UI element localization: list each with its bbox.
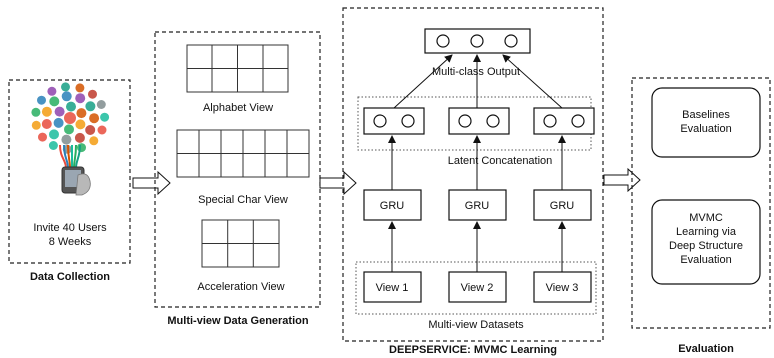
app-bubble [61, 91, 72, 102]
latent-label: Latent Concatenation [448, 155, 553, 167]
app-bubble [75, 83, 85, 93]
latent-unit-3 [533, 107, 595, 135]
app-bubble [49, 129, 59, 140]
mvmc-line-3: Deep Structure [669, 240, 743, 252]
datasets-group [355, 261, 597, 315]
app-root-line [63, 144, 69, 169]
flow-arrow-2 [319, 170, 357, 196]
app-bubble [31, 107, 41, 117]
view-box-2 [448, 271, 507, 303]
alphabet-view-label: Alphabet View [203, 102, 273, 114]
app-bubble [97, 125, 107, 135]
app-bubble [37, 95, 46, 105]
baselines-box [651, 87, 761, 158]
app-root-line [59, 144, 67, 169]
output-layer [424, 28, 531, 54]
app-bubble [47, 86, 57, 96]
app-bubble [61, 82, 70, 92]
app-bubble [85, 125, 96, 135]
app-bubble [75, 93, 86, 104]
data-generation-panel [154, 31, 321, 308]
gru-label-2: GRU [465, 200, 490, 212]
phone-hand-icon [61, 166, 91, 196]
app-bubble [61, 134, 72, 145]
app-bubble [41, 119, 52, 129]
deepservice-title: DEEPSERVICE: MVMC Learning [389, 344, 557, 356]
acceleration-view-grid [201, 219, 280, 268]
app-bubble [100, 112, 110, 122]
flow-arrow-1 [132, 170, 171, 196]
app-bubble [49, 96, 60, 107]
view-box-1 [363, 271, 422, 303]
app-bubble [31, 120, 41, 130]
evaluation-panel [631, 77, 771, 329]
view-label-3: View 3 [546, 282, 579, 294]
gru-box-3 [533, 189, 592, 221]
app-bubble [89, 113, 100, 124]
mvmc-line-1: MVMC [689, 212, 723, 224]
view-label-1: View 1 [376, 282, 409, 294]
app-bubble [66, 101, 76, 112]
gru-box-2 [448, 189, 507, 221]
flow-arrow-3 [603, 167, 641, 193]
app-bubble [85, 101, 96, 112]
app-bubble [53, 117, 64, 128]
data-collection-panel [8, 79, 131, 264]
alphabet-view-grid [186, 44, 289, 93]
app-bubble [89, 136, 99, 146]
app-bubble [77, 143, 86, 153]
app-bubble [74, 132, 85, 143]
app-bubble [38, 132, 47, 142]
app-bubble [75, 119, 86, 130]
deepservice-panel [342, 7, 604, 342]
special-char-view-grid [176, 129, 310, 178]
latent-unit-2 [448, 107, 510, 135]
app-bubble [64, 124, 74, 135]
view-box-3 [533, 271, 592, 303]
mvmc-box [651, 199, 761, 285]
latent-unit-1 [363, 107, 425, 135]
app-bubble [41, 106, 52, 117]
datasets-label: Multi-view Datasets [428, 319, 524, 331]
app-root-line [73, 144, 77, 169]
gru-label-1: GRU [380, 200, 405, 212]
app-bubble [48, 141, 58, 150]
app-bubble [88, 89, 97, 99]
baselines-line-2: Evaluation [680, 123, 731, 135]
data-collection-title: Data Collection [30, 271, 110, 283]
app-cloud-icon [31, 82, 110, 169]
app-root-line [67, 144, 71, 169]
data-generation-title: Multi-view Data Generation [167, 315, 308, 327]
app-bubble [64, 112, 76, 124]
app-bubble [54, 106, 65, 117]
acceleration-view-label: Acceleration View [197, 281, 284, 293]
gru-label-3: GRU [550, 200, 575, 212]
mvmc-line-4: Evaluation [680, 254, 731, 266]
connector-arrows [388, 54, 566, 272]
special-char-view-label: Special Char View [198, 194, 288, 206]
evaluation-title: Evaluation [678, 343, 734, 355]
view-label-2: View 2 [461, 282, 494, 294]
output-label: Multi-class Output [432, 66, 520, 78]
weeks-line: 8 Weeks [49, 236, 92, 248]
app-root-line [75, 144, 81, 169]
baselines-line-1: Baselines [682, 109, 730, 121]
users-line: Invite 40 Users [33, 222, 107, 234]
app-bubble [96, 100, 106, 109]
app-bubble [76, 108, 87, 119]
mvmc-line-2: Learning via [676, 226, 737, 238]
